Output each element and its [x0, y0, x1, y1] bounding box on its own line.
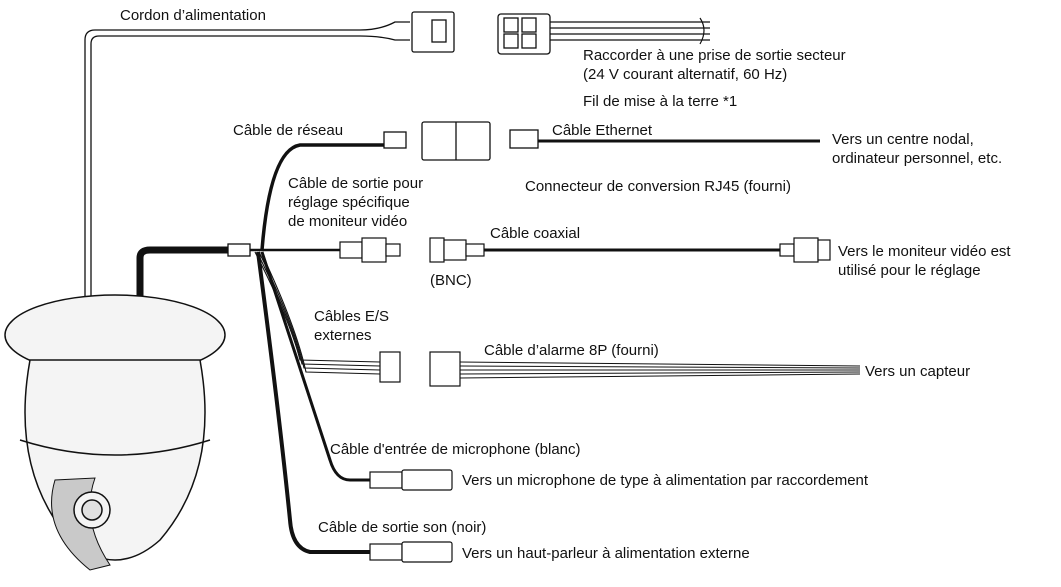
ground-wire-label: Fil de mise à la terre *1: [583, 93, 738, 110]
power-cord-label: Cordon d’alimentation: [120, 7, 266, 24]
outlet-label: Raccorder à une prise de sortie secteur …: [583, 46, 846, 84]
main-cable: [136, 246, 230, 305]
audio-out-label: Câble de sortie son (noir): [318, 519, 487, 536]
rj45-adapter-icon: [383, 121, 539, 161]
mic-cable-line: [260, 251, 370, 482]
coaxial-cable-label: Câble coaxial: [490, 225, 581, 242]
io-cables-line1: Câbles E/S: [314, 308, 390, 325]
audio-plug-speaker-icon: [369, 541, 453, 563]
io-cables-label: Câbles E/S externes: [314, 307, 389, 345]
power-supply-wires: [550, 17, 710, 45]
junction-sleeve: [227, 243, 251, 257]
audio-plug-icon: [369, 469, 453, 491]
bnc-connector-icon: [339, 237, 485, 263]
ethernet-cable-label: Câble Ethernet: [552, 122, 653, 139]
monitor-output-line3: de moniteur vidéo: [288, 213, 408, 230]
sensor-label: Vers un capteur: [865, 363, 971, 380]
power-cord: [84, 21, 410, 300]
bnc-label: (BNC): [430, 272, 472, 289]
monitor-output-label: Câble de sortie pour réglage spécifique …: [288, 174, 423, 231]
outlet-label-line2: (24 V courant alternatif, 60 Hz): [583, 66, 788, 83]
outlet-label-line1: Raccorder à une prise de sortie secteur: [583, 47, 846, 64]
hub-label: Vers un centre nodal, ordinateur personn…: [832, 130, 1002, 168]
hub-label-line1: Vers un centre nodal,: [832, 131, 974, 148]
alarm-cable-wires: [459, 361, 861, 379]
hub-label-line2: ordinateur personnel, etc.: [832, 150, 1003, 167]
alarm-cable-label: Câble d’alarme 8P (fourni): [484, 342, 659, 359]
mic-target-label: Vers un microphone de type à alimentatio…: [462, 472, 869, 489]
monitor-label-line2: utilisé pour le réglage: [838, 262, 981, 279]
monitor-label-line1: Vers le moniteur vidéo est: [838, 243, 1011, 260]
io-cables-line2: externes: [314, 327, 372, 344]
rj45-connector-label: Connecteur de conversion RJ45 (fourni): [525, 178, 791, 195]
speaker-target-label: Vers un haut-parleur à alimentation exte…: [462, 545, 750, 562]
power-connector-icon: [411, 11, 551, 55]
mic-input-label: Câble d'entrée de microphone (blanc): [330, 441, 581, 458]
speaker-cable-line: [256, 251, 370, 554]
network-cable-line: [260, 143, 388, 251]
8p-alarm-connector-icon: [379, 351, 461, 387]
dome-camera-icon: [4, 294, 226, 571]
monitor-output-line1: Câble de sortie pour: [288, 175, 424, 192]
monitor-label: Vers le moniteur vidéo est utilisé pour …: [838, 242, 1011, 280]
bnc-connector-far-icon: [779, 237, 831, 263]
network-cable-label: Câble de réseau: [233, 122, 344, 139]
monitor-output-line2: réglage spécifique: [288, 194, 410, 211]
